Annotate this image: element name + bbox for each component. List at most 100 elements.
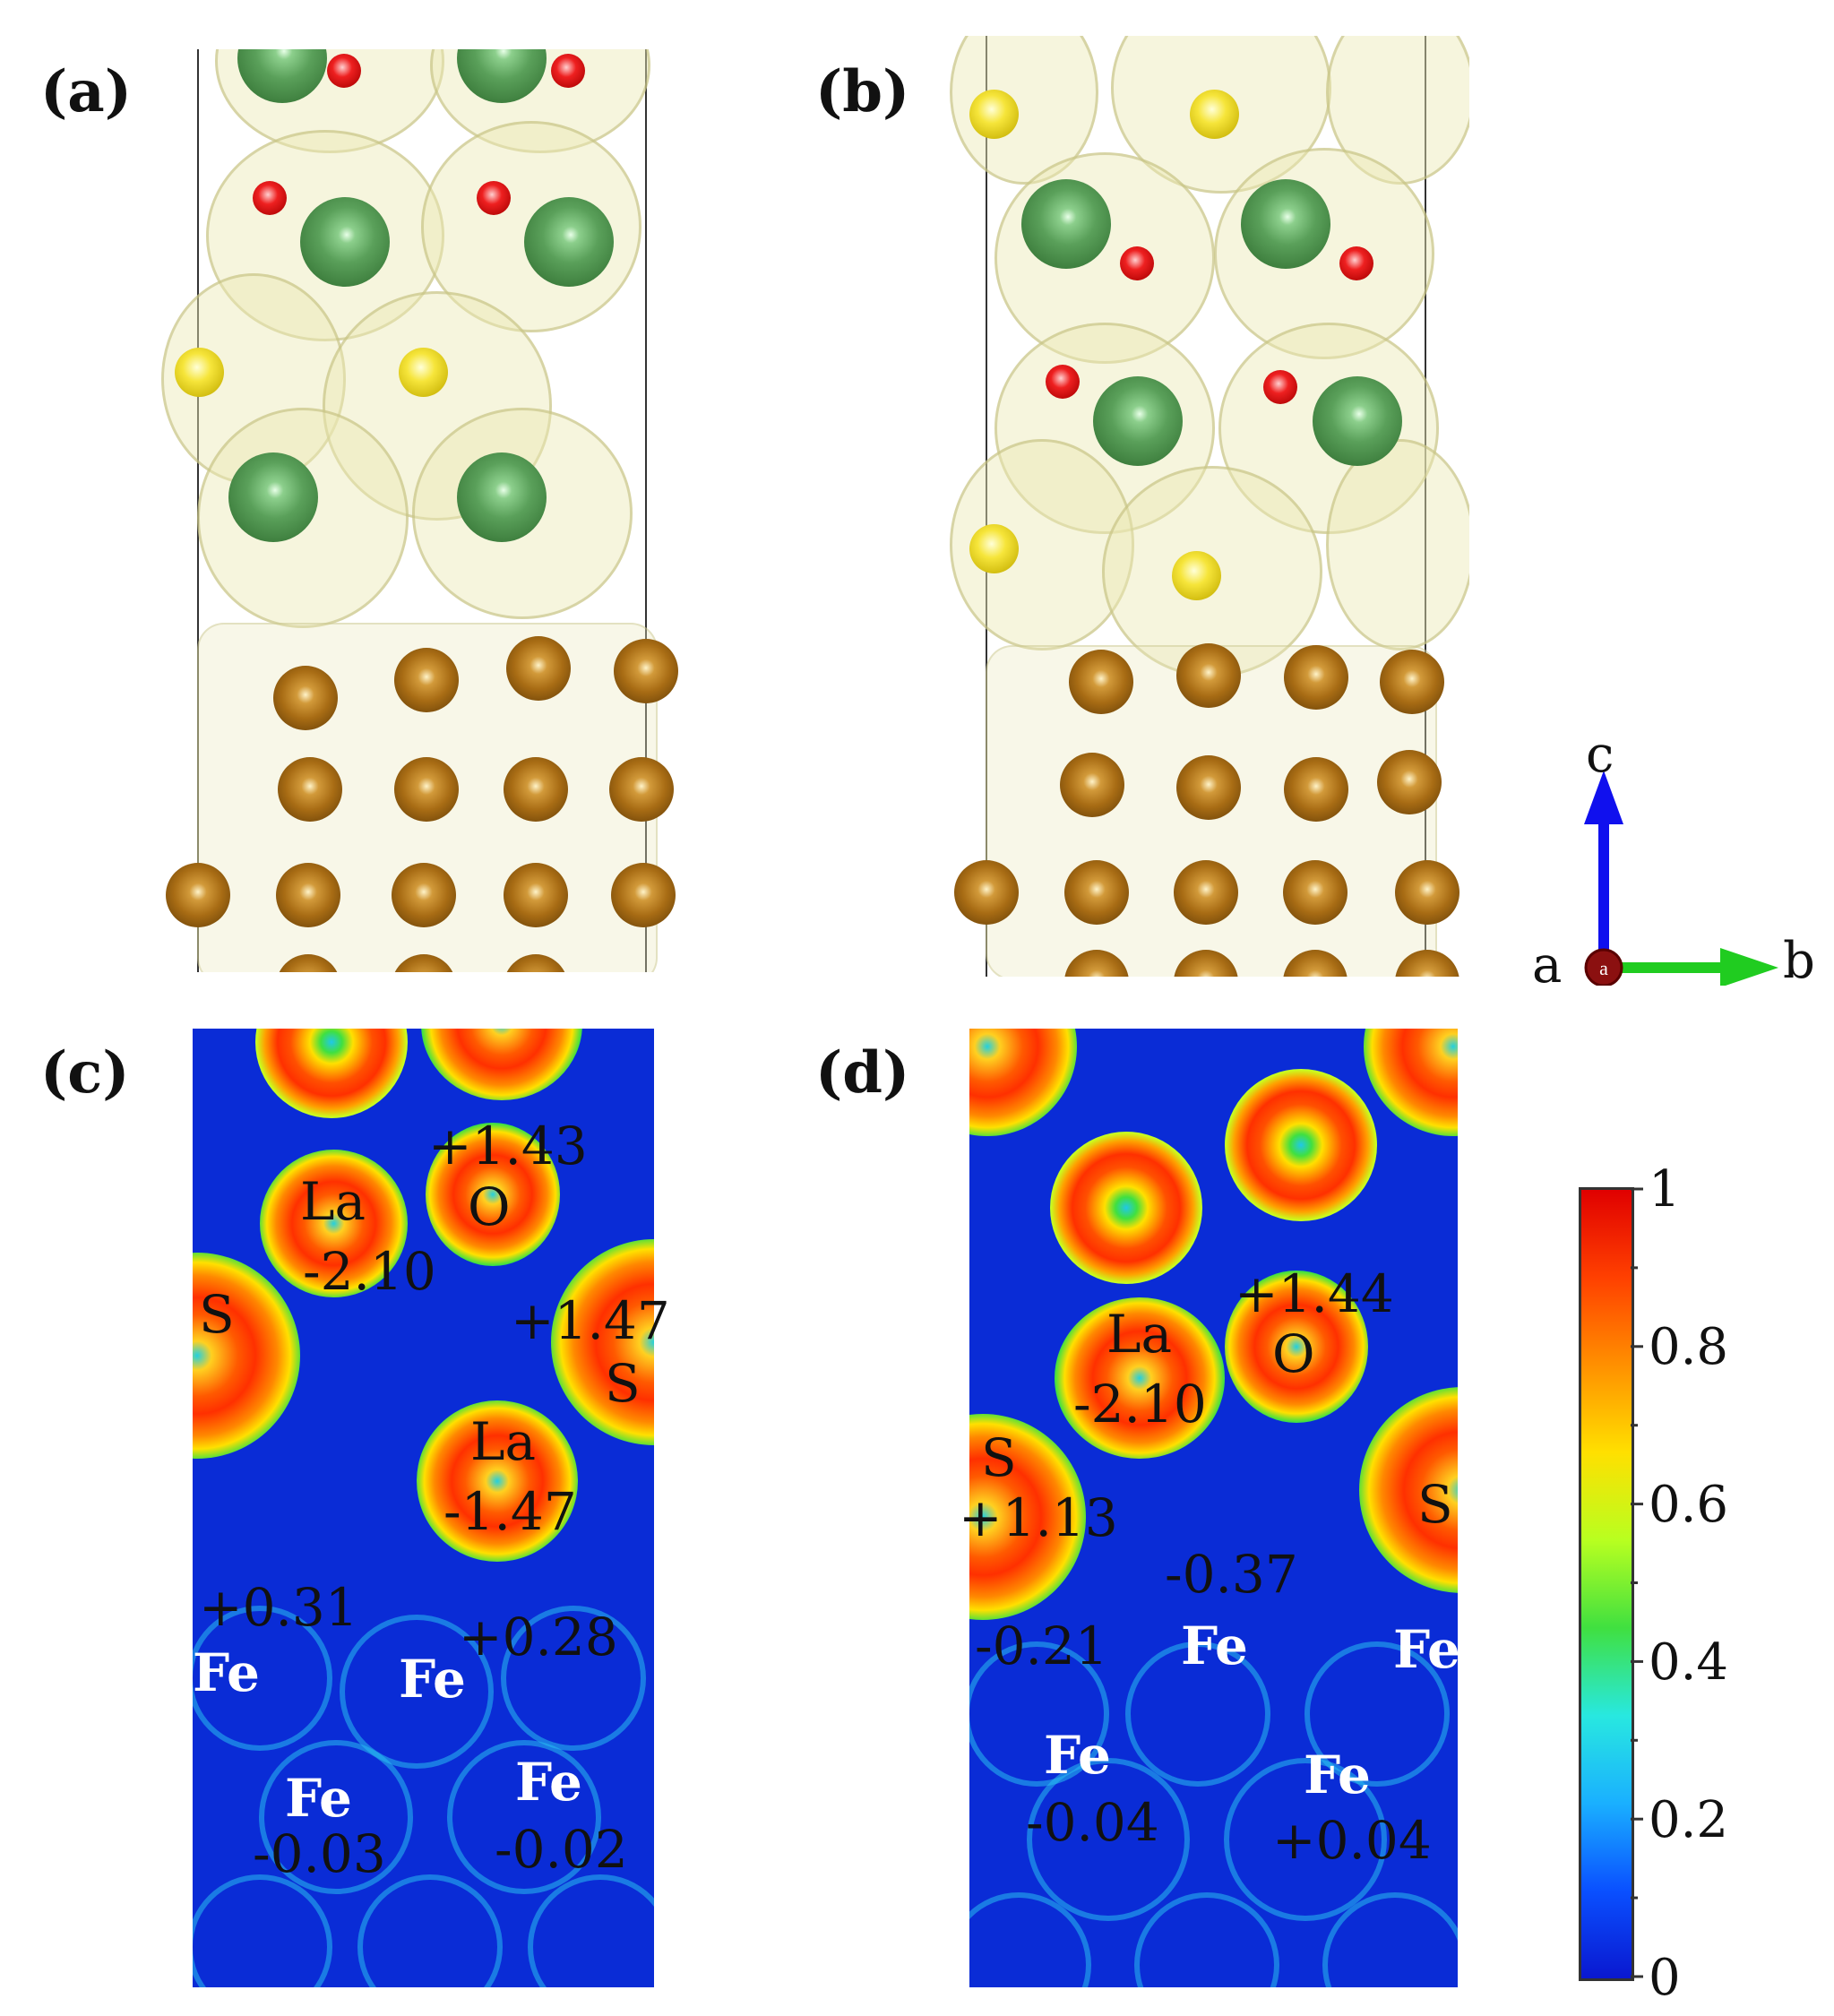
fe-atom (504, 954, 568, 972)
o-charge-label: +1.43 (428, 1116, 588, 1176)
fe-atom (506, 636, 571, 701)
o-charge-label: +1.44 (1235, 1263, 1394, 1324)
axis-label-c: c (1586, 726, 1614, 784)
elf-basin-o (1225, 1271, 1368, 1423)
elf-basin-o (426, 1123, 560, 1266)
fe-atom (273, 666, 338, 730)
colorbar-tick-label: 0.6 (1649, 1476, 1729, 1534)
s-atom-label: S (605, 1353, 641, 1414)
la-atom (1021, 179, 1111, 269)
panel-label-a: (a) (40, 58, 133, 125)
elf-basin (1050, 1132, 1202, 1284)
fe-charge-label: -0.03 (253, 1823, 386, 1884)
panel-label-b: (b) (815, 58, 910, 125)
s-charge-label: +1.47 (511, 1290, 670, 1351)
fe-atom (954, 860, 1019, 925)
elf-basin (255, 1029, 408, 1118)
panel-label-c: (c) (40, 1039, 130, 1107)
fe-atom (166, 863, 230, 927)
elf-map-panel-d (969, 1029, 1458, 1987)
o-atom (1046, 365, 1080, 399)
structure-panel-a (161, 49, 681, 972)
fe-atom-label: Fe (1304, 1745, 1371, 1805)
o-atom (477, 181, 511, 215)
colorbar-tick-label: 0.2 (1649, 1791, 1729, 1849)
fe-atom (1283, 860, 1348, 925)
la-atom-label: La (1106, 1304, 1173, 1365)
o-atom (551, 54, 585, 88)
fe-atom (392, 863, 456, 927)
fe-charge-label: -0.02 (495, 1819, 628, 1880)
a-axis-dot (1584, 948, 1623, 986)
la-charge-label: -1.47 (443, 1481, 577, 1542)
elf-basin-la (260, 1150, 408, 1297)
axis-label-b: b (1783, 932, 1815, 990)
fe-atom-label: Fe (399, 1649, 466, 1710)
colorbar-tick-label: 0 (1649, 1949, 1681, 2007)
fe-basin (1328, 1898, 1458, 1987)
fe-basin (1140, 1898, 1274, 1987)
elf-basin-la (417, 1400, 578, 1562)
fe-charge-label: -0.21 (975, 1615, 1108, 1676)
s-atom (175, 348, 224, 397)
la-atom (524, 197, 614, 287)
colorbar (1579, 1187, 1634, 1981)
fe-basin (533, 1880, 654, 1987)
la-atom-label: La (300, 1171, 366, 1232)
s-charge-label: +1.13 (959, 1487, 1118, 1548)
colorbar-tick-label: 1 (1649, 1160, 1681, 1219)
la-atom (457, 452, 547, 542)
fe-atom (1174, 860, 1238, 925)
elf-basin-la (1055, 1297, 1225, 1459)
fe-atom (392, 954, 456, 972)
fe-atom (1176, 643, 1241, 708)
o-atom (1339, 246, 1373, 280)
fe-atom (1380, 650, 1444, 714)
la-atom (228, 452, 318, 542)
isosurface-lobe (1326, 439, 1469, 650)
fe-atom (1060, 753, 1124, 817)
s-atom (399, 348, 448, 397)
fe-atom (276, 954, 340, 972)
elf-basin (421, 1029, 582, 1100)
colorbar-ticks (1631, 1187, 1643, 1978)
s-atom-label: S (199, 1284, 235, 1345)
fe-charge-label: +0.04 (1272, 1810, 1432, 1871)
s-atom (969, 524, 1019, 573)
la-charge-label: -2.10 (1073, 1374, 1207, 1434)
colorbar-tick-label: 0.4 (1649, 1633, 1729, 1692)
fe-atom-label: Fe (1393, 1619, 1460, 1680)
fe-atom (278, 757, 342, 822)
fe-atom (504, 757, 568, 822)
axes-triad: a (1584, 771, 1778, 986)
o-atom (1263, 370, 1297, 404)
fe-basin (363, 1880, 497, 1987)
structure-panel-b (950, 36, 1469, 977)
fe-basin (193, 1880, 327, 1987)
elf-basin (969, 1029, 1077, 1136)
fe-atom (1284, 645, 1348, 710)
la-atom (300, 197, 390, 287)
fe-atom (1069, 650, 1133, 714)
fe-atom (611, 863, 676, 927)
fe-atom-label: Fe (515, 1752, 582, 1813)
o-atom-label: O (468, 1176, 511, 1237)
fe-atom (1284, 757, 1348, 822)
isosurface-lobe (412, 408, 633, 619)
a-axis-mark: a (1599, 957, 1608, 979)
la-atom (1313, 376, 1402, 466)
elf-basin (1225, 1069, 1377, 1221)
la-atom-label: La (470, 1411, 537, 1472)
o-atom (253, 181, 287, 215)
fe-atom-label: Fe (1181, 1615, 1248, 1676)
fe-atom (614, 639, 678, 703)
s-atom (969, 90, 1019, 139)
c-axis-arrowhead (1584, 771, 1623, 824)
b-axis-arrowhead (1720, 948, 1778, 986)
cell-boundary-right (645, 49, 647, 972)
fe-atom (394, 757, 459, 822)
la-atom (1241, 179, 1330, 269)
la-charge-label: -2.10 (303, 1241, 436, 1302)
s-atom-label: S (981, 1427, 1017, 1488)
fe-charge-label: -0.04 (1026, 1792, 1159, 1853)
